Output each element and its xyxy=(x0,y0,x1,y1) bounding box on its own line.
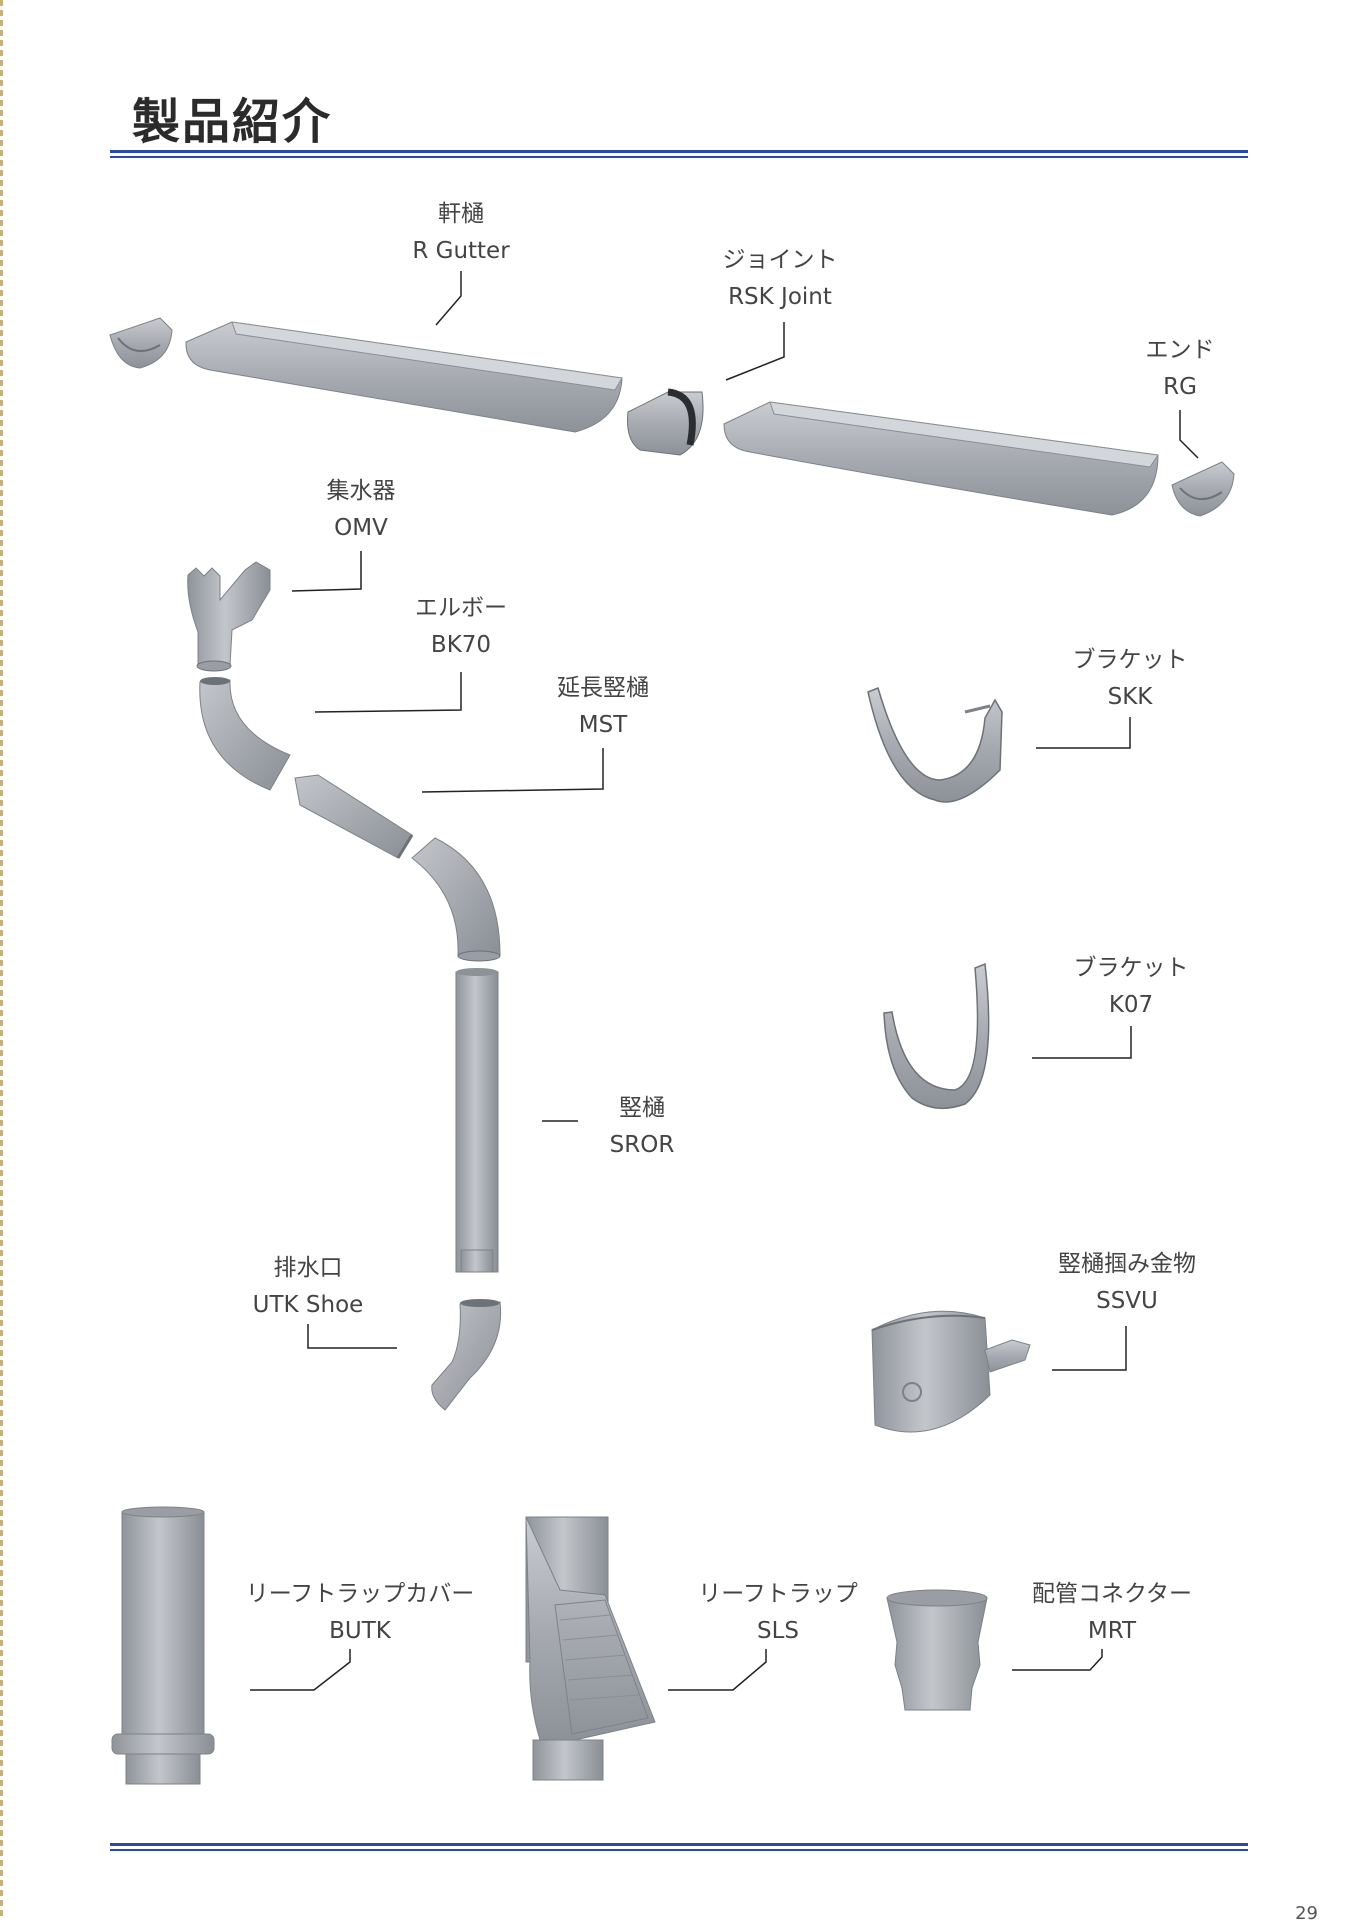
binding-edge xyxy=(0,0,3,1920)
gutter-end-left xyxy=(109,317,173,369)
label-butk: リーフトラップカバー BUTK xyxy=(246,1576,475,1650)
page-title: 製品紹介 xyxy=(132,94,333,150)
label-bk70: エルボー BK70 xyxy=(415,590,507,664)
label-mrt: 配管コネクター MRT xyxy=(1032,1576,1192,1650)
pipe-holder-ssvu xyxy=(871,1310,1031,1433)
label-jp: ジョイント xyxy=(722,247,838,273)
label-jp: エンド xyxy=(1145,337,1215,363)
label-en: UTK Shoe xyxy=(252,1292,364,1318)
label-jp: リーフトラップカバー xyxy=(245,1581,475,1607)
label-r-gutter: 軒樋 R Gutter xyxy=(412,196,509,270)
pipe-connector-mrt xyxy=(886,1589,988,1711)
label-mst: 延長竪樋 MST xyxy=(557,670,649,744)
label-omv: 集水器 OMV xyxy=(327,473,396,547)
page-number: 29 xyxy=(1295,1903,1318,1924)
label-jp: 軒樋 xyxy=(438,201,484,227)
gutter-end-right xyxy=(1171,461,1235,517)
label-en: RG xyxy=(1163,374,1197,400)
label-en: BUTK xyxy=(329,1618,391,1644)
label-jp: 竪樋掴み金物 xyxy=(1058,1251,1196,1277)
bracket-k07 xyxy=(883,962,990,1110)
outlet-shoe-utk xyxy=(431,1299,502,1411)
rsk-joint xyxy=(627,388,704,456)
label-en: MST xyxy=(578,712,628,738)
label-jp: 配管コネクター xyxy=(1031,1581,1193,1607)
label-sror: 竪樋 SROR xyxy=(610,1090,675,1164)
label-jp: 延長竪樋 xyxy=(557,675,649,701)
elbow-bk70 xyxy=(199,677,291,791)
label-rsk-joint: ジョイント RSK Joint xyxy=(723,242,838,316)
label-skk: ブラケット SKK xyxy=(1073,642,1188,716)
label-en: SSVU xyxy=(1096,1288,1158,1314)
label-en: BK70 xyxy=(430,632,492,658)
gutter-right xyxy=(723,401,1159,516)
label-ssvu: 竪樋掴み金物 SSVU xyxy=(1058,1246,1196,1320)
label-jp: ブラケット xyxy=(1072,647,1188,673)
label-k07: ブラケット K07 xyxy=(1074,950,1189,1024)
header-rule xyxy=(110,150,1248,158)
leaf-trap-cover-butk xyxy=(111,1506,215,1785)
label-sls: リーフトラップ SLS xyxy=(698,1576,858,1650)
label-en: K07 xyxy=(1108,992,1154,1018)
label-jp: 集水器 xyxy=(326,478,396,504)
label-en: SLS xyxy=(756,1618,799,1644)
footer-rule xyxy=(110,1843,1248,1851)
omv-outlet xyxy=(187,561,271,672)
gutter-left xyxy=(185,321,623,433)
leader-lines xyxy=(250,271,1199,1691)
label-rg: エンド RG xyxy=(1146,332,1215,406)
label-jp: 排水口 xyxy=(273,1255,343,1281)
label-jp: エルボー xyxy=(415,595,507,621)
label-jp: ブラケット xyxy=(1073,955,1189,981)
label-en: SROR xyxy=(609,1132,675,1158)
label-en: R Gutter xyxy=(412,238,510,264)
label-en: MRT xyxy=(1087,1618,1137,1644)
leaf-trap-sls xyxy=(525,1516,656,1781)
label-jp: 竪樋 xyxy=(618,1095,665,1121)
label-en: OMV xyxy=(334,515,388,541)
downpipe-sror xyxy=(455,968,499,1273)
bracket-skk xyxy=(867,686,1003,803)
extension-pipe-mst xyxy=(294,774,414,859)
label-utk-shoe: 排水口 UTK Shoe xyxy=(253,1250,364,1324)
label-jp: リーフトラップ xyxy=(698,1581,858,1607)
label-en: SKK xyxy=(1107,684,1153,710)
elbow-upper xyxy=(411,837,501,962)
label-en: RSK Joint xyxy=(728,284,832,310)
